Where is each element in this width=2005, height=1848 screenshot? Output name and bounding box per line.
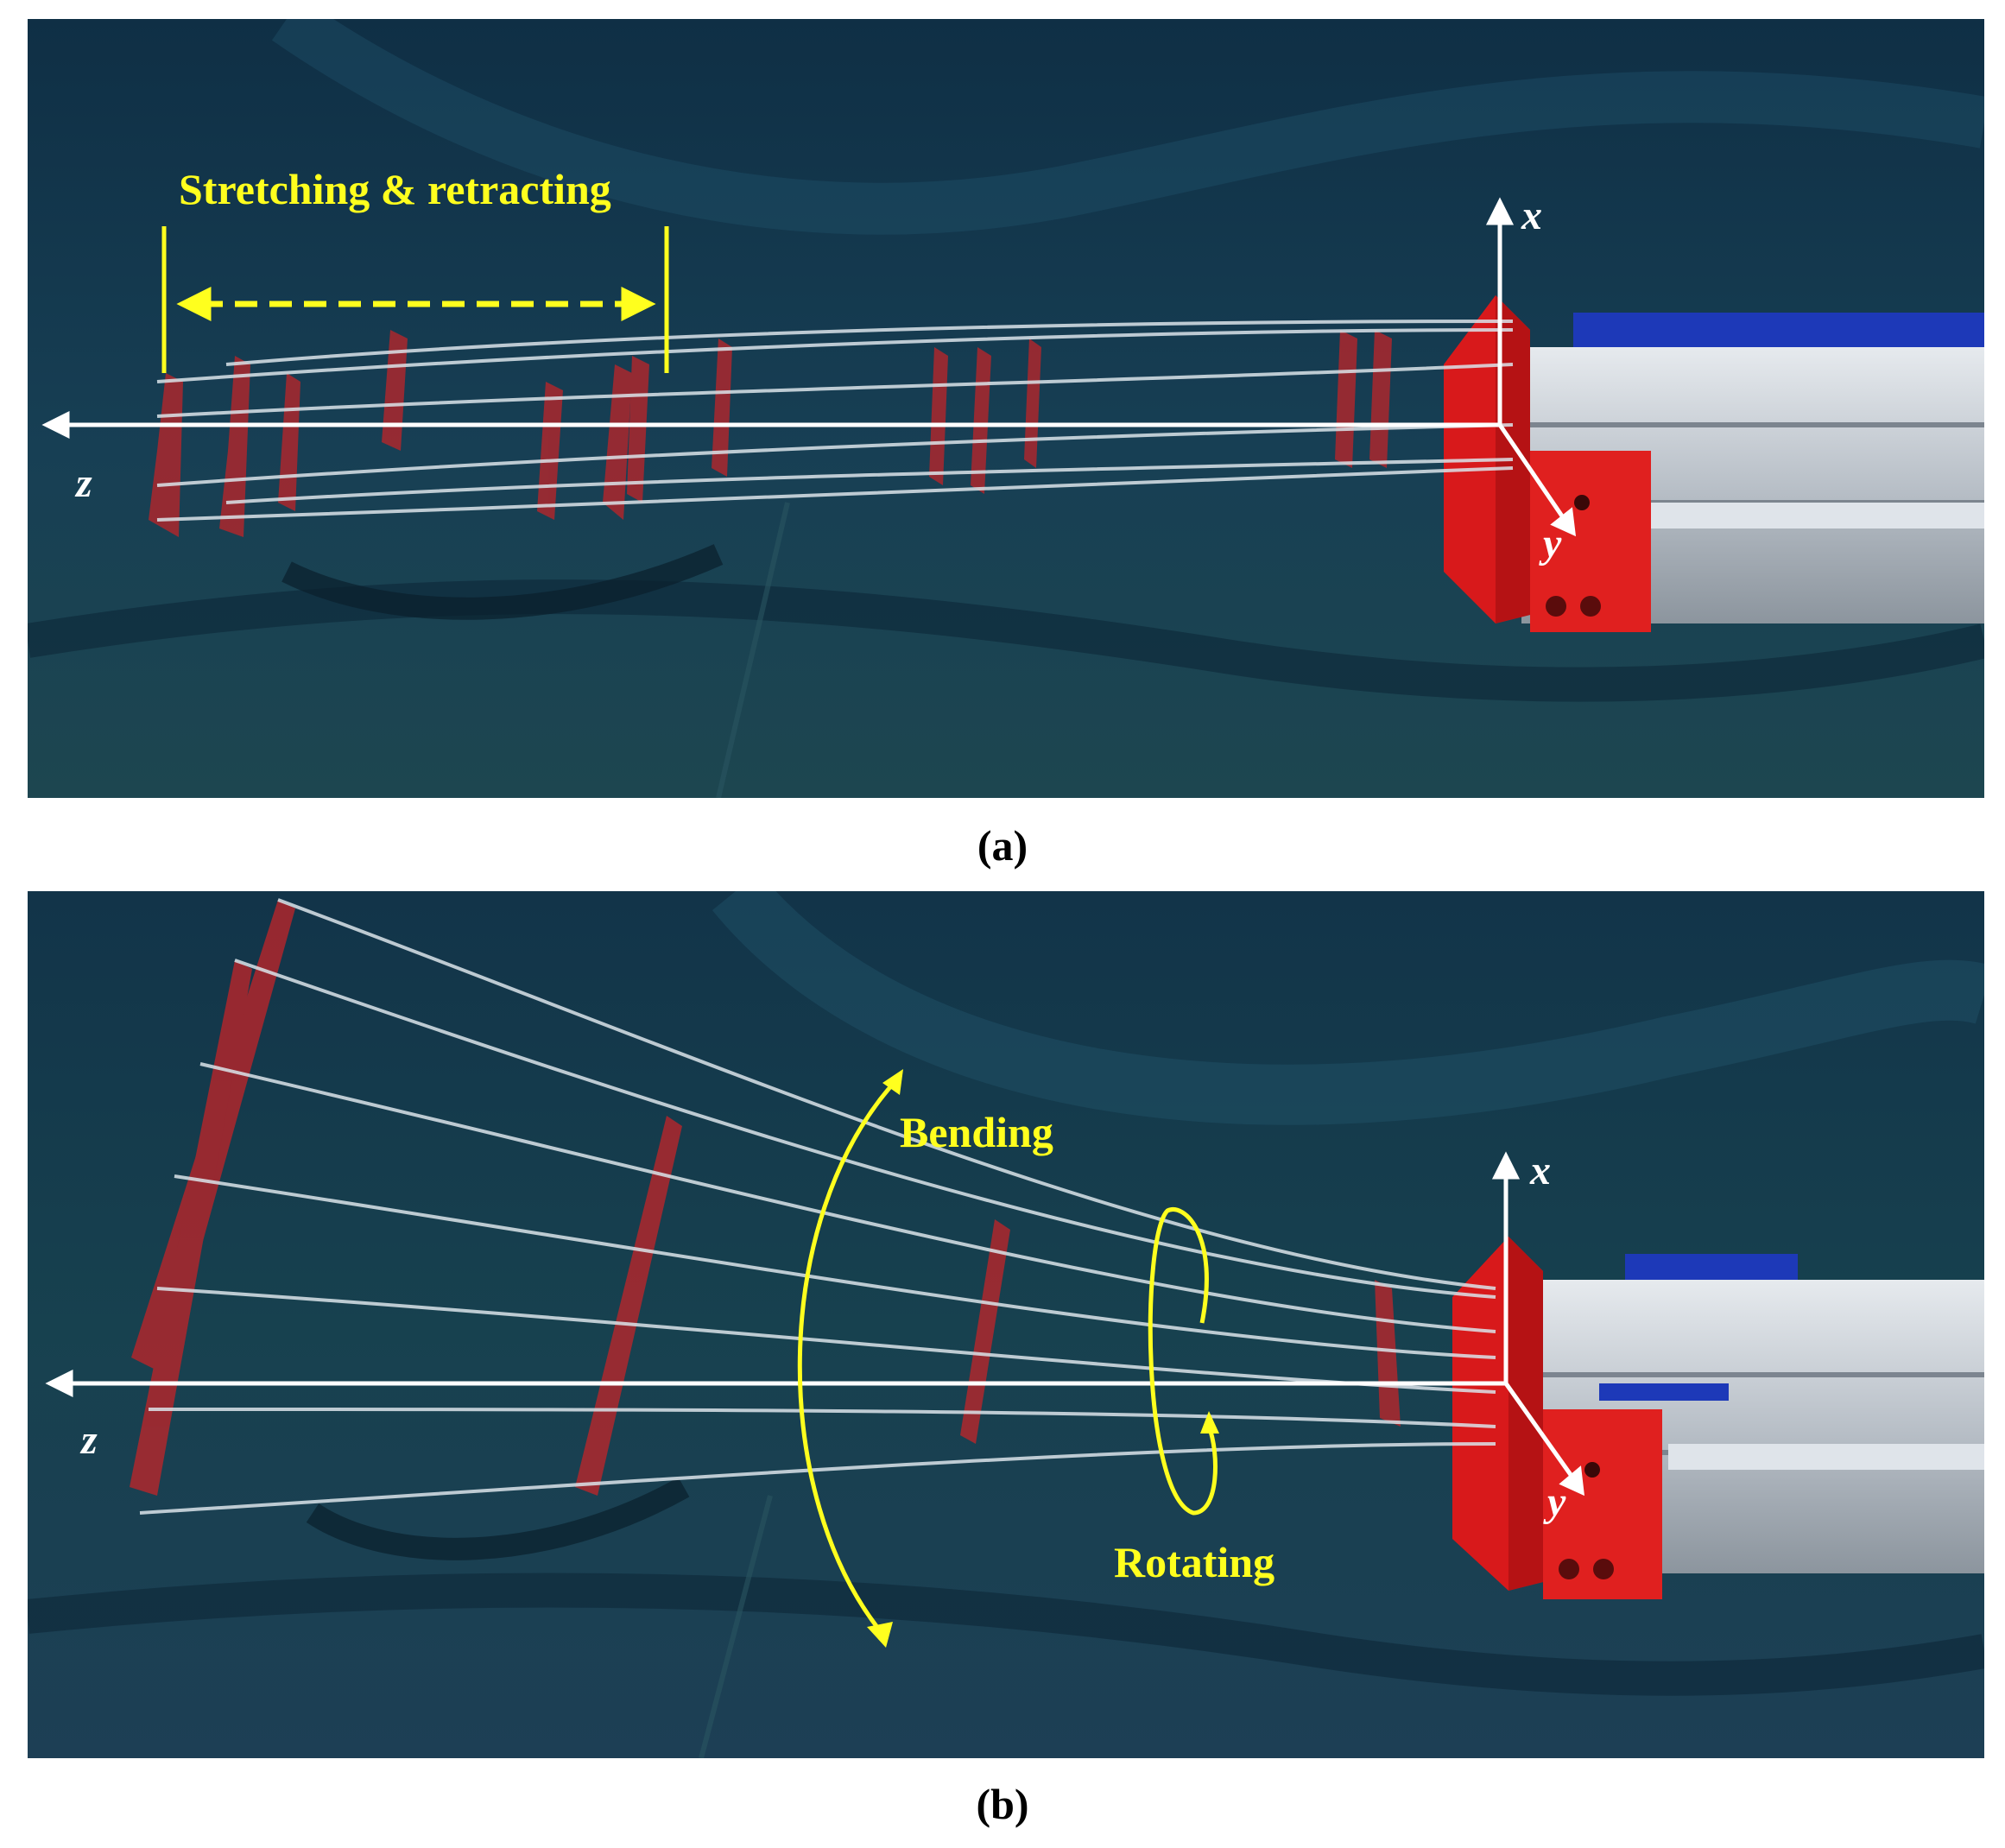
cloth-fold xyxy=(271,19,1984,235)
coordinate-axes xyxy=(45,1151,1584,1497)
axis-label-y: y xyxy=(1547,1479,1566,1525)
cloth-fold xyxy=(28,1573,1984,1696)
bending-label: Bending xyxy=(900,1108,1053,1156)
continuum-rods xyxy=(156,320,1514,522)
axis-label-z: z xyxy=(76,460,92,506)
caption-b: (b) xyxy=(976,1780,1029,1828)
rotating-arrow xyxy=(1148,1207,1219,1516)
photo-panel-b: Bending Rotating x z y xyxy=(28,891,1984,1758)
axis-label-z: z xyxy=(81,1417,98,1463)
cloth-fold xyxy=(699,1495,773,1758)
continuum-rods xyxy=(139,898,1496,1515)
caption-a: (a) xyxy=(977,821,1028,870)
motion-segments xyxy=(149,330,1392,537)
axis-label-y: y xyxy=(1543,521,1562,566)
cloth-fold xyxy=(712,891,1984,1125)
stretch-bracket xyxy=(161,226,669,373)
stretching-retracting-label: Stretching & retracting xyxy=(179,165,611,213)
axis-label-x: x xyxy=(1530,1148,1551,1193)
axis-label-x: x xyxy=(1521,193,1542,238)
motion-segments xyxy=(130,900,1401,1496)
photo-panel-a: Stretching & retracting x z y xyxy=(28,19,1984,798)
cloth-fold xyxy=(281,544,724,620)
bending-arrow xyxy=(797,1069,903,1648)
base-plate xyxy=(1452,1237,1662,1599)
panel-a-photo xyxy=(28,19,1984,798)
rotating-label: Rotating xyxy=(1114,1538,1275,1586)
panel-b-photo xyxy=(28,891,1984,1758)
linear-rail xyxy=(1521,313,1984,623)
cloth-fold xyxy=(306,1477,690,1560)
coordinate-axes xyxy=(41,197,1577,537)
cloth-fold xyxy=(716,502,790,798)
